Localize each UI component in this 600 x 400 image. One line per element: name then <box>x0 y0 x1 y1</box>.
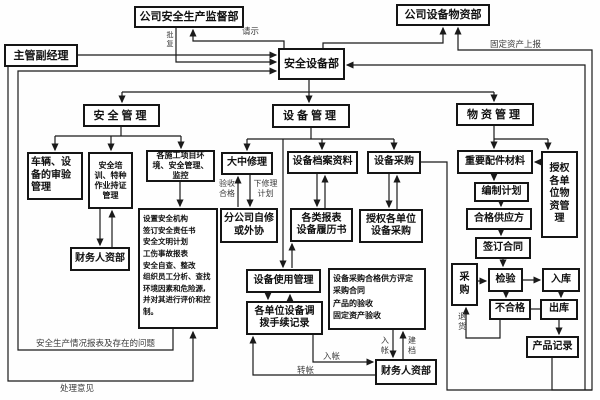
node-deputy-manager: 主管副经理 <box>4 44 78 67</box>
edge-label-returns: 退 货 <box>458 312 466 331</box>
node-safety-task-list: 设置安全机构 签订安全责任书 安全文明计划 工伤事故报表 安全自查、整改 组织员… <box>138 208 218 329</box>
node-safety-management: 安全管理 <box>83 104 160 127</box>
node-equipment-procurement: 设备采购 <box>367 151 421 174</box>
node-compile-plan: 编制计划 <box>474 182 529 202</box>
edge-label-reply: 批 复 <box>166 31 174 48</box>
edge-label-booking-vertical: 入 帐 <box>381 336 389 355</box>
node-project-environment-safety-monitoring: 各施工项目环境、安全管理、监控 <box>146 150 215 182</box>
node-vehicle-equipment-inspection: 车辆、设备的审验管理 <box>27 152 83 200</box>
edge-label-filing: 建 档 <box>408 336 416 355</box>
node-product-record: 产品记录 <box>526 336 579 358</box>
node-safety-training-certification: 安全培训、特种作业持证管理 <box>88 152 133 209</box>
node-reports-equipment-history: 各类报表 设备履历书 <box>290 208 353 242</box>
edge-label-repair-plan: 下修理 计划 <box>253 179 278 198</box>
node-safety-equipment-dept: 安全设备部 <box>278 48 345 80</box>
node-equipment-management: 设备管理 <box>272 104 350 128</box>
edge-label-request: 请示 <box>242 27 260 37</box>
node-materials-management: 物资管理 <box>456 103 534 126</box>
node-equipment-archives: 设备档案资料 <box>287 151 358 174</box>
edge-label-handling-opinion: 处理意见 <box>60 384 95 394</box>
node-equipment-usage-management: 设备使用管理 <box>246 269 321 293</box>
edge-label-transfer: 转帐 <box>297 366 315 376</box>
node-finance-hr-dept-left: 财务人资部 <box>70 247 130 271</box>
edge-label-fixed-assets-report: 固定资产上报 <box>490 40 542 50</box>
node-qualified-supplier: 合格供应方 <box>466 208 532 230</box>
node-key-parts-materials: 重要配件材料 <box>457 150 533 174</box>
node-company-safety-supervision-dept: 公司安全生产监督部 <box>134 6 244 28</box>
edge-label-safety-report-problems: 安全生产情况报表及存在的问题 <box>36 339 156 349</box>
node-unit-equipment-transfer-records: 各单位设备调拨手续记录 <box>246 301 323 335</box>
node-finance-hr-dept-right: 财务人资部 <box>375 359 437 385</box>
node-procurement-supplier-evaluation-list: 设备采购合格供方评定 采购合同 产品的验收 固定资产验收 <box>328 268 426 330</box>
node-warehouse-in: 入库 <box>542 268 580 292</box>
node-major-medium-repair: 大中修理 <box>221 152 273 175</box>
node-authorized-units-equipment-purchase: 授权各单位设备采购 <box>359 209 423 243</box>
node-inspection: 检验 <box>488 268 523 292</box>
node-branch-self-repair-outsourcing: 分公司自修或外协 <box>220 208 278 243</box>
node-authorized-units-materials-management: 授权各单位物资管理 <box>541 151 578 238</box>
node-warehouse-out: 出库 <box>540 299 578 320</box>
edge-label-acceptance-qualified: 验收 合格 <box>219 179 235 198</box>
edge-label-booking: 入帐 <box>323 352 341 362</box>
node-company-equipment-materials-dept: 公司设备物资部 <box>396 4 490 26</box>
node-purchase: 采购 <box>451 263 478 306</box>
node-sign-contract: 签订合同 <box>475 237 531 259</box>
node-unqualified: 不合格 <box>489 299 531 320</box>
